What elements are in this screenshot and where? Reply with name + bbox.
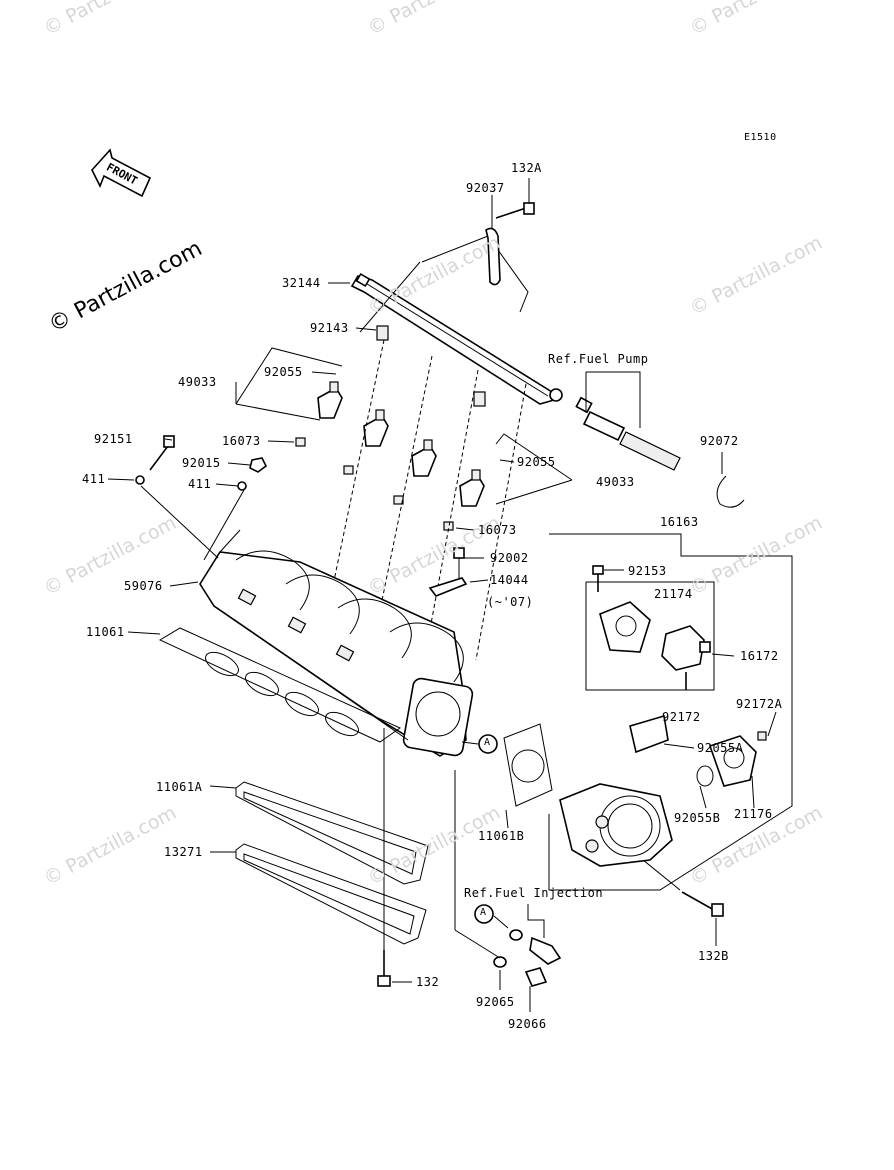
part-label-92055b: 92055B (674, 811, 721, 825)
part-label-92153: 92153 (628, 564, 667, 578)
clip-92072-icon (716, 475, 745, 508)
injector-1 (317, 381, 343, 419)
part-label-21174: 21174 (654, 587, 693, 601)
part-label-14044-note: (~'07) (487, 595, 534, 609)
part-label-32144: 32144 (282, 276, 321, 290)
front-arrow-icon: FRONT (91, 148, 152, 198)
plate-13271 (235, 843, 427, 945)
connector-marker-a: A (484, 737, 491, 748)
fuel-pump-ref-parts (575, 396, 681, 471)
part-label-411-b: 411 (188, 477, 212, 491)
part-label-92055a: 92055A (697, 741, 744, 755)
bolt-132-icon (377, 950, 391, 987)
throttle-sensor-21174 (599, 601, 651, 653)
part-label-92055-right: 92055 (517, 455, 556, 469)
part-label-59076: 59076 (124, 579, 163, 593)
part-label-92015: 92015 (182, 456, 221, 470)
part-label-11061b: 11061B (478, 829, 525, 843)
part-label-92002: 92002 (490, 551, 529, 565)
part-label-16073-left: 16073 (222, 434, 261, 448)
part-label-132a: 132A (511, 161, 542, 175)
part-label-11061a: 11061A (156, 780, 203, 794)
screw-92153-icon (592, 565, 604, 592)
part-label-92065: 92065 (476, 995, 515, 1009)
part-label-11061: 11061 (86, 625, 125, 639)
part-label-13271: 13271 (164, 845, 203, 859)
part-label-132b: 132B (698, 949, 729, 963)
washer-411-b-icon (237, 481, 247, 491)
bracket-14044 (428, 547, 468, 597)
part-label-92072: 92072 (700, 434, 739, 448)
gasket-11061 (158, 627, 402, 743)
diagram-code: E1510 (744, 132, 777, 143)
part-label-21176: 21176 (734, 807, 773, 821)
part-label-92143: 92143 (310, 321, 349, 335)
part-label-92055-left: 92055 (264, 365, 303, 379)
gasket-92055a (629, 714, 669, 754)
part-label-49033-right: 49033 (596, 475, 635, 489)
bolt-132a-icon (495, 202, 535, 219)
part-label-411-a: 411 (82, 472, 106, 486)
nut-92015-icon (249, 457, 268, 473)
bolt-132b-icon (681, 891, 724, 917)
washer-411-a-icon (135, 475, 145, 485)
part-label-16163: 16163 (660, 515, 699, 529)
ref-fuel-injection-label: Ref.Fuel Injection (464, 886, 604, 900)
gasket-11061b (503, 723, 553, 807)
part-label-92172: 92172 (662, 710, 701, 724)
intake-manifold (199, 529, 474, 757)
sensor-21176 (708, 735, 757, 787)
part-label-92066: 92066 (508, 1017, 547, 1031)
clamp-92037-icon (485, 227, 501, 286)
part-label-16073-right: 16073 (478, 523, 517, 537)
part-label-92172a: 92172A (736, 697, 783, 711)
injector-3 (411, 439, 437, 477)
part-label-92037: 92037 (466, 181, 505, 195)
idle-valve-16172 (661, 625, 711, 671)
part-label-92151: 92151 (94, 432, 133, 446)
connector-marker-a2: A (480, 907, 487, 918)
fuel-rail (350, 272, 563, 405)
injector-2 (363, 409, 389, 447)
part-label-14044: 14044 (490, 573, 529, 587)
oring-92055b-icon (696, 765, 714, 787)
ref-fuel-pump-label: Ref.Fuel Pump (548, 352, 649, 366)
part-label-132: 132 (416, 975, 440, 989)
gasket-11061a (235, 781, 429, 885)
part-label-49033-left: 49033 (178, 375, 217, 389)
fuel-injection-ref-parts (493, 929, 562, 987)
injector-4 (459, 469, 485, 507)
throttle-body (559, 783, 673, 867)
bolt-92151-icon (149, 435, 175, 471)
part-label-16172: 16172 (740, 649, 779, 663)
